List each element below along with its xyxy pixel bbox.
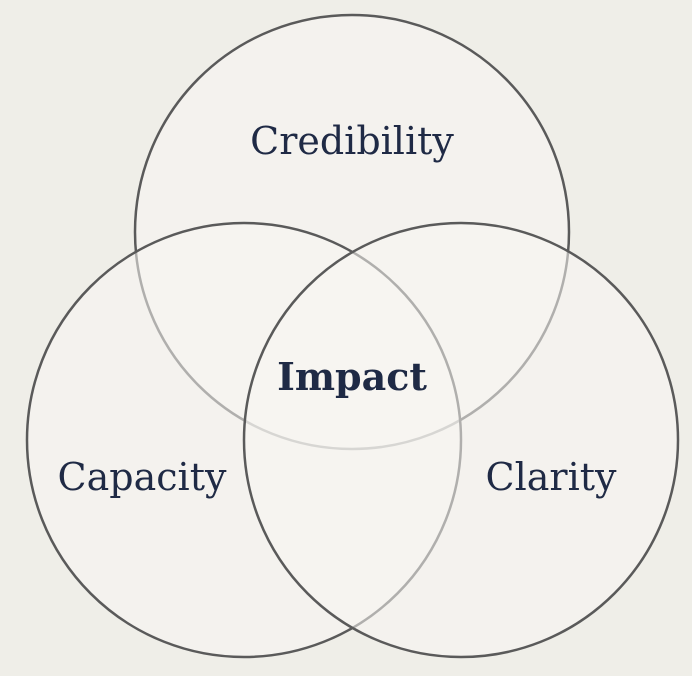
credibility-label: Credibility <box>250 119 454 163</box>
clarity-circle <box>242 221 680 659</box>
impact-label: Impact <box>277 354 427 399</box>
clarity-label: Clarity <box>486 455 617 499</box>
capacity-label: Capacity <box>58 455 227 499</box>
